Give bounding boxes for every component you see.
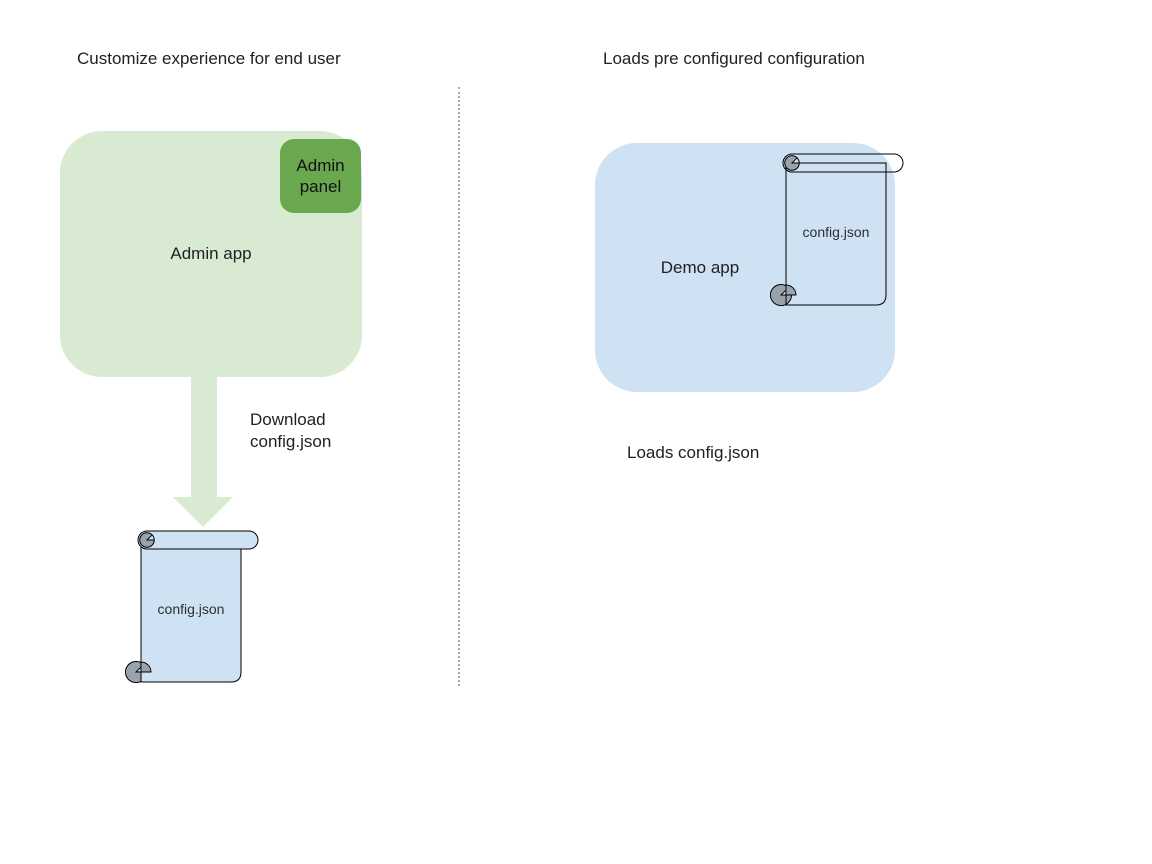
download-arrow-shape — [173, 377, 233, 527]
section-divider — [458, 87, 460, 686]
scroll-body — [140, 539, 242, 683]
right-panel-title: Loads pre configured configuration — [603, 49, 865, 68]
demo-app-box: Demo app — [595, 143, 895, 392]
scroll-shape-icon — [770, 153, 904, 306]
scroll-body — [785, 162, 887, 306]
config-file-label-left: config.json — [157, 601, 225, 617]
scroll-corner-shade — [140, 661, 152, 673]
scroll-top-curl-shade — [784, 155, 800, 171]
download-caption: Download config.json — [250, 410, 332, 451]
left-panel-title: Customize experience for end user — [77, 49, 341, 68]
demo-app-label: Demo app — [660, 257, 740, 277]
scroll-shape-icon — [125, 530, 259, 683]
download-arrow-icon — [173, 377, 233, 527]
scroll-top-bar — [137, 530, 259, 550]
config-file-label-right: config.json — [802, 224, 870, 240]
scroll-top-bar — [782, 153, 904, 173]
scroll-corner-shade — [785, 284, 797, 296]
admin-panel-box: Admin panel — [280, 139, 361, 213]
loads-config-caption: Loads config.json — [627, 443, 760, 462]
config-json-scroll-right: config.json — [769, 152, 905, 309]
admin-app-box: Admin app Admin panel — [60, 131, 362, 377]
config-json-scroll-left: config.json — [124, 529, 260, 686]
scroll-top-curl-shade — [139, 532, 155, 548]
admin-panel-label: Admin panel — [296, 156, 345, 196]
admin-app-label: Admin app — [170, 244, 252, 263]
